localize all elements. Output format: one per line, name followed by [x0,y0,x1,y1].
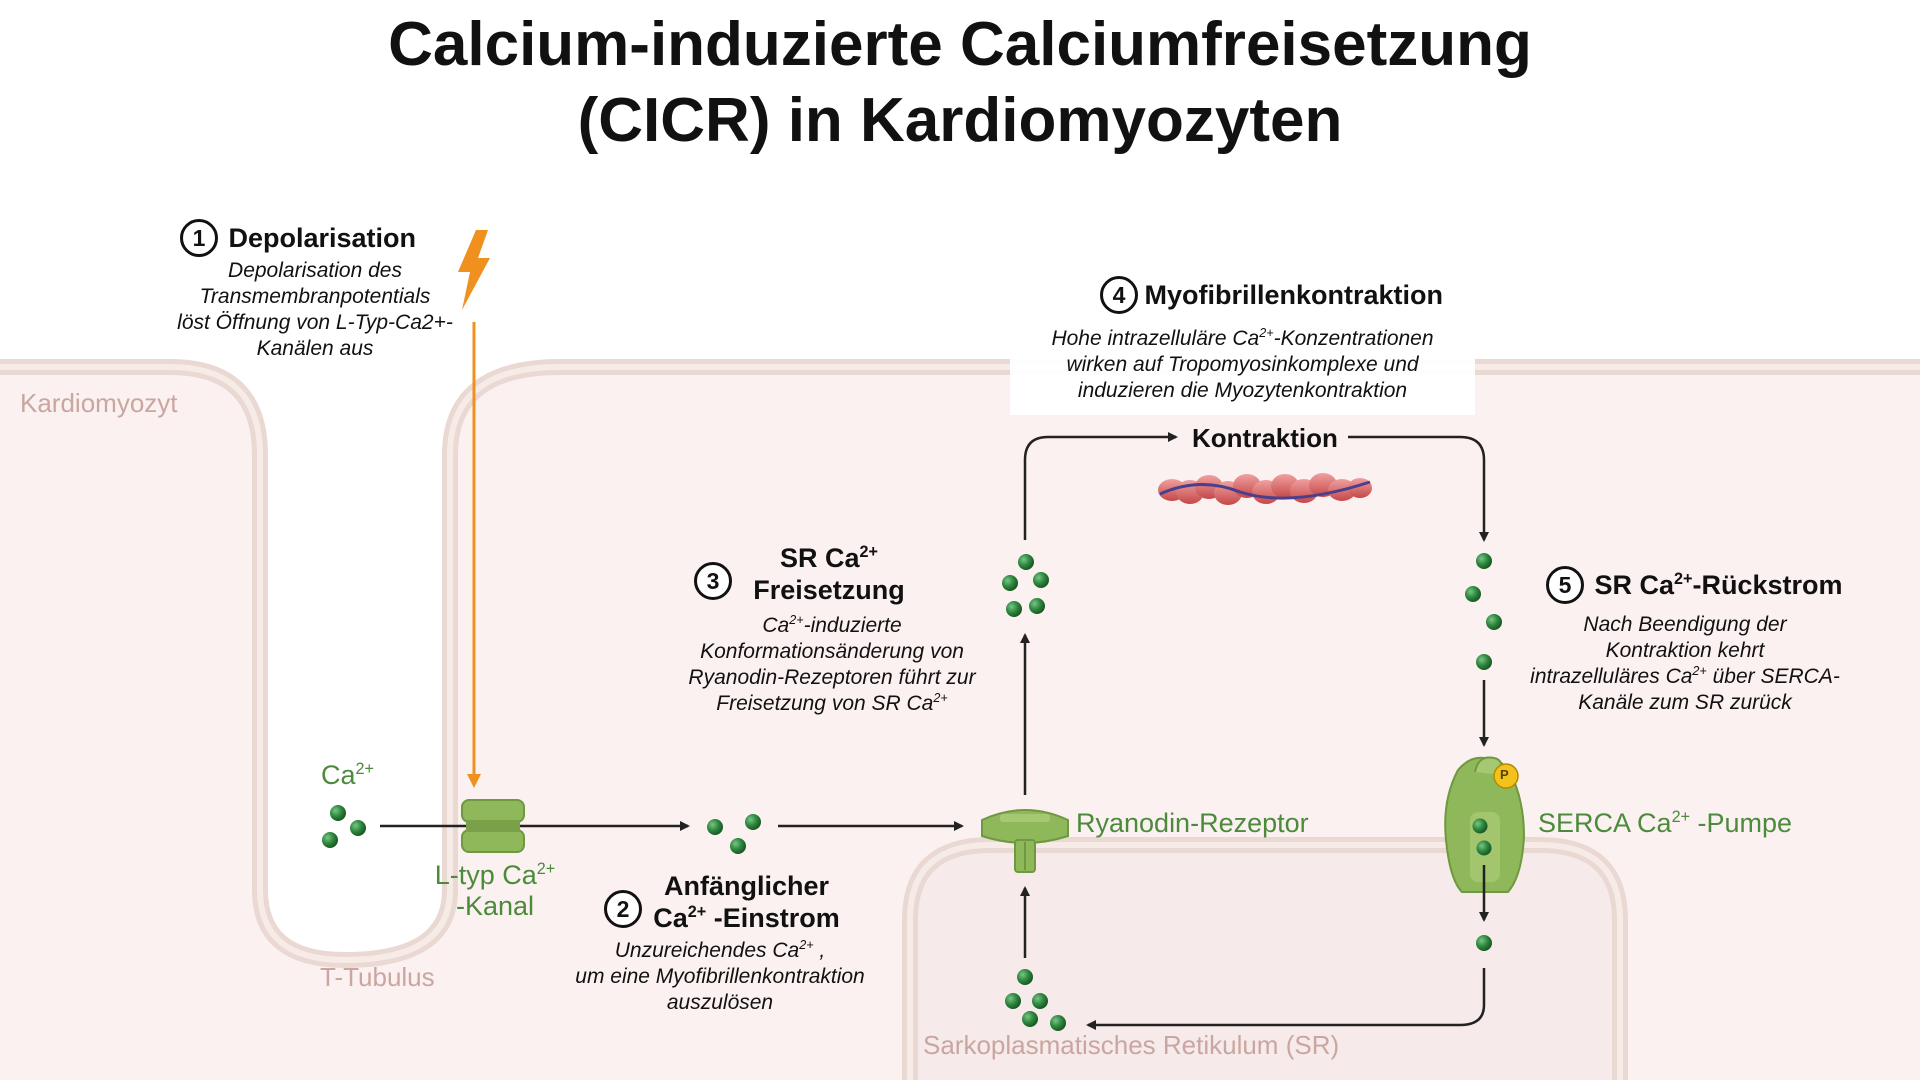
l-type-ca-channel [461,799,525,853]
myofibril [1158,473,1372,505]
contraction-label: Kontraktion [1192,423,1338,453]
step4-number-badge: 4 [1100,276,1138,314]
serca-pump-label: SERCA Ca2+ -Pumpe [1538,808,1793,838]
to-contraction-arrow [1023,432,1178,540]
step3-description: Ca2+-induzierte Konformationsänderung vo… [688,613,976,715]
step1-header: 1 Depolarisation [180,219,416,257]
step4-description: Hohe intrazelluläre Ca2+-Konzentrationen… [1051,326,1434,402]
sr-membrane-inner [907,842,1623,1080]
phosphate-label: P [1500,767,1509,782]
step3-number-badge: 3 [694,562,732,600]
ca-ion-label: Ca2+ [321,760,374,790]
sr-return-arrow [1086,968,1486,1030]
ca-ions-sr-pool [1005,969,1066,1031]
step5-header: 5 SR Ca2+-Rückstrom [1546,566,1842,604]
ca-ions-extracellular [322,805,366,848]
ca-ions-in-serca [1472,818,1492,856]
step1-description: Depolarisation des Transmembranpotential… [177,259,453,360]
phosphate-icon [1493,763,1519,789]
step4-textbox-bg [1010,340,1475,415]
step2-description: Unzureichendes Ca2+ ,um eine Myofibrille… [575,938,865,1014]
step5-number-badge: 5 [1546,566,1584,604]
step1-number-badge: 1 [180,219,218,257]
cardiomyocyte-label: Kardiomyozyt [20,388,178,418]
step4-header: 4 Myofibrillenkontraktion [1100,276,1443,314]
sr-label: Sarkoplasmatisches Retikulum (SR) [923,1030,1340,1060]
lightning-icon [458,230,490,310]
page-title-line1: Calcium-induzierte Calciumfreisetzung [388,10,1532,79]
ryanodine-receptor-label: Ryanodin-Rezeptor [1076,808,1309,838]
from-contraction-arrow [1348,435,1489,542]
ca-ions-returning [1465,553,1502,670]
l-type-channel-label: L-typ Ca2+-Kanal [434,860,556,921]
step3-header: 3 SR Ca2+Freisetzung [694,542,934,612]
step1-title: Depolarisation [228,222,416,253]
step3-title: SR Ca2+Freisetzung [753,543,905,605]
ca-ion-in-sr [1476,935,1492,951]
step5-title: SR Ca2+-Rückstrom [1594,569,1843,600]
step2-number-badge: 2 [604,890,642,928]
step4-title: Myofibrillenkontraktion [1144,279,1443,310]
plasma-membrane-inner [0,364,1920,964]
ca-ions-influx [707,814,761,854]
ryanodine-receptor [981,809,1069,873]
ca-ions-released [1002,554,1049,617]
t-tubulus-label: T-Tubulus [320,962,435,992]
page-title-line2: (CICR) in Kardiomyozyten [577,86,1343,155]
